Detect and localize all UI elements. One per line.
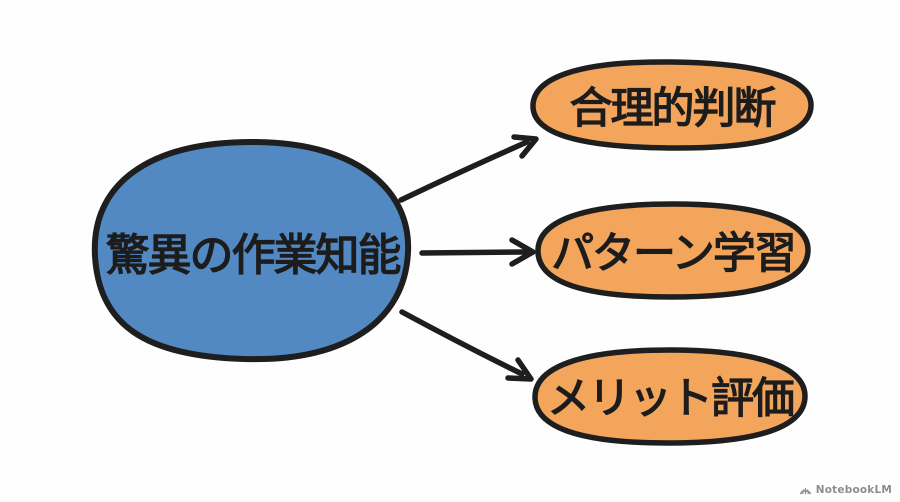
branch-node-ellipse-middle bbox=[535, 201, 811, 300]
notebooklm-logo-icon bbox=[799, 485, 812, 495]
arrow-middle bbox=[419, 237, 536, 267]
arrow-bottom bbox=[399, 309, 534, 382]
branch-node-ellipse-bottom bbox=[532, 347, 808, 446]
branch-node-label-bottom: メリット評価 bbox=[547, 374, 795, 424]
branch-node-ellipse-top bbox=[530, 59, 814, 151]
arrow-top bbox=[398, 134, 539, 203]
center-node-label: 驚異の作業知能 bbox=[105, 230, 402, 281]
center-node-ellipse bbox=[91, 138, 412, 363]
watermark: NotebookLM bbox=[799, 484, 892, 496]
watermark-label: NotebookLM bbox=[815, 484, 892, 496]
branch-node-label-middle: パターン学習 bbox=[551, 229, 797, 279]
branch-node-label-top: 合理的判断 bbox=[569, 84, 777, 134]
